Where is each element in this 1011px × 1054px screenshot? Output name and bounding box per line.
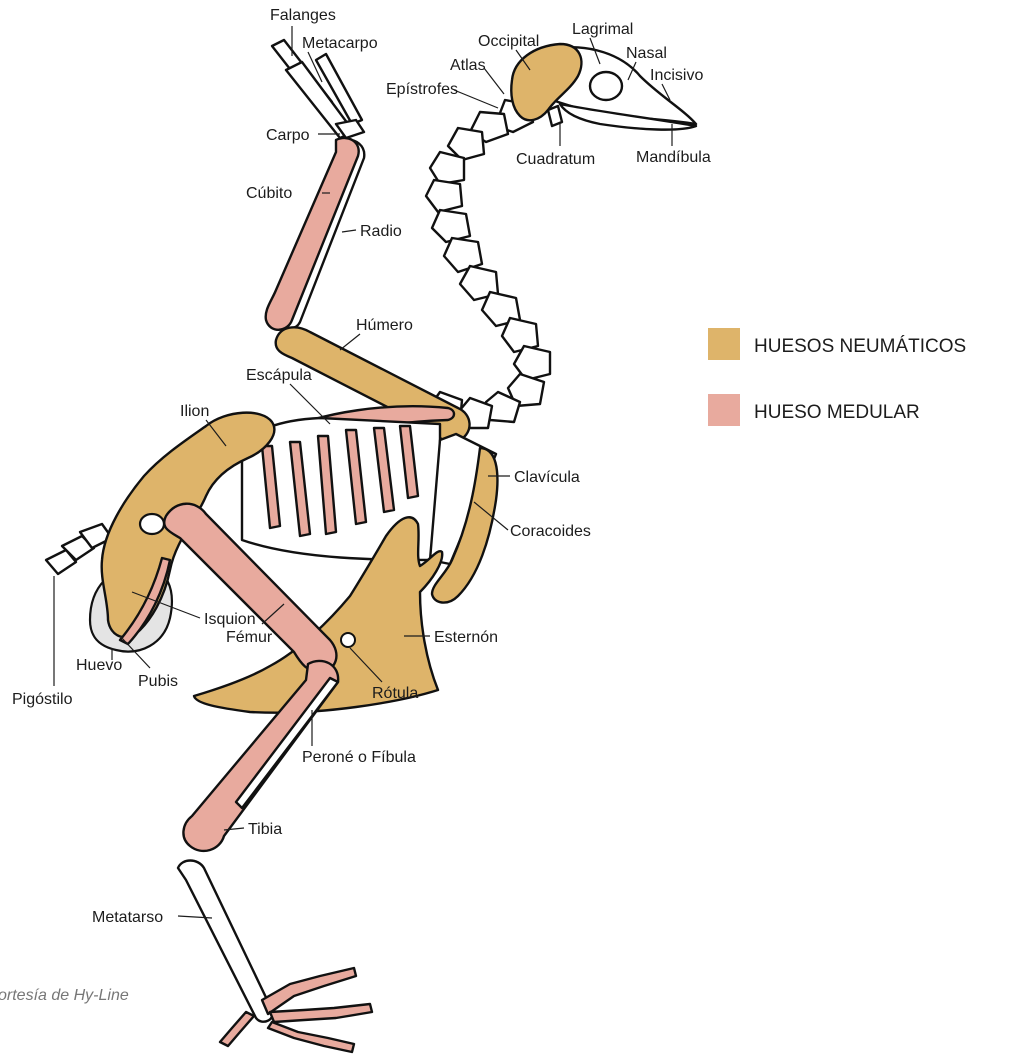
label-cubito: Cúbito <box>246 185 292 202</box>
label-huevo: Huevo <box>76 657 122 674</box>
label-perone: Peroné o Fíbula <box>302 749 416 766</box>
label-epistrofes: Epístrofes <box>386 81 458 98</box>
label-humero: Húmero <box>356 317 413 334</box>
label-incisivo: Incisivo <box>650 67 703 84</box>
label-tibia: Tibia <box>248 821 282 838</box>
label-metacarpo: Metacarpo <box>302 35 378 52</box>
credit-text: ortesía de Hy-Line <box>0 987 129 1004</box>
label-radio: Radio <box>360 223 402 240</box>
label-nasal: Nasal <box>626 45 667 62</box>
label-falanges: Falanges <box>270 7 336 24</box>
legend-swatch-pneumatic <box>708 328 740 360</box>
label-isquion: Isquion <box>204 611 256 628</box>
label-esternon: Esternón <box>434 629 498 646</box>
label-lagrimal: Lagrimal <box>572 21 633 38</box>
legend-swatch-medullary <box>708 394 740 426</box>
label-metatarso: Metatarso <box>92 909 163 926</box>
skull <box>511 44 696 130</box>
label-rotula: Rótula <box>372 685 418 702</box>
label-atlas: Atlas <box>450 57 486 74</box>
label-pubis: Pubis <box>138 673 178 690</box>
label-clavicula: Clavícula <box>514 469 580 486</box>
label-cuadratum: Cuadratum <box>516 151 595 168</box>
label-ilion: Ilion <box>180 403 209 420</box>
label-mandibula: Mandíbula <box>636 149 711 166</box>
label-escapula: Escápula <box>246 367 312 384</box>
label-pigostilo: Pigóstilo <box>12 691 73 708</box>
leg <box>164 504 372 1052</box>
label-carpo: Carpo <box>266 127 310 144</box>
legend-label-pneumatic: HUESOS NEUMÁTICOS <box>754 336 966 357</box>
cervical-vertebrae <box>426 100 550 428</box>
legend-label-medullary: HUESO MEDULAR <box>754 402 920 423</box>
legend: HUESOS NEUMÁTICOS HUESO MEDULAR <box>708 328 966 426</box>
label-coracoides: Coracoides <box>510 523 591 540</box>
label-occipital: Occipital <box>478 33 539 50</box>
label-femur: Fémur <box>226 629 273 646</box>
